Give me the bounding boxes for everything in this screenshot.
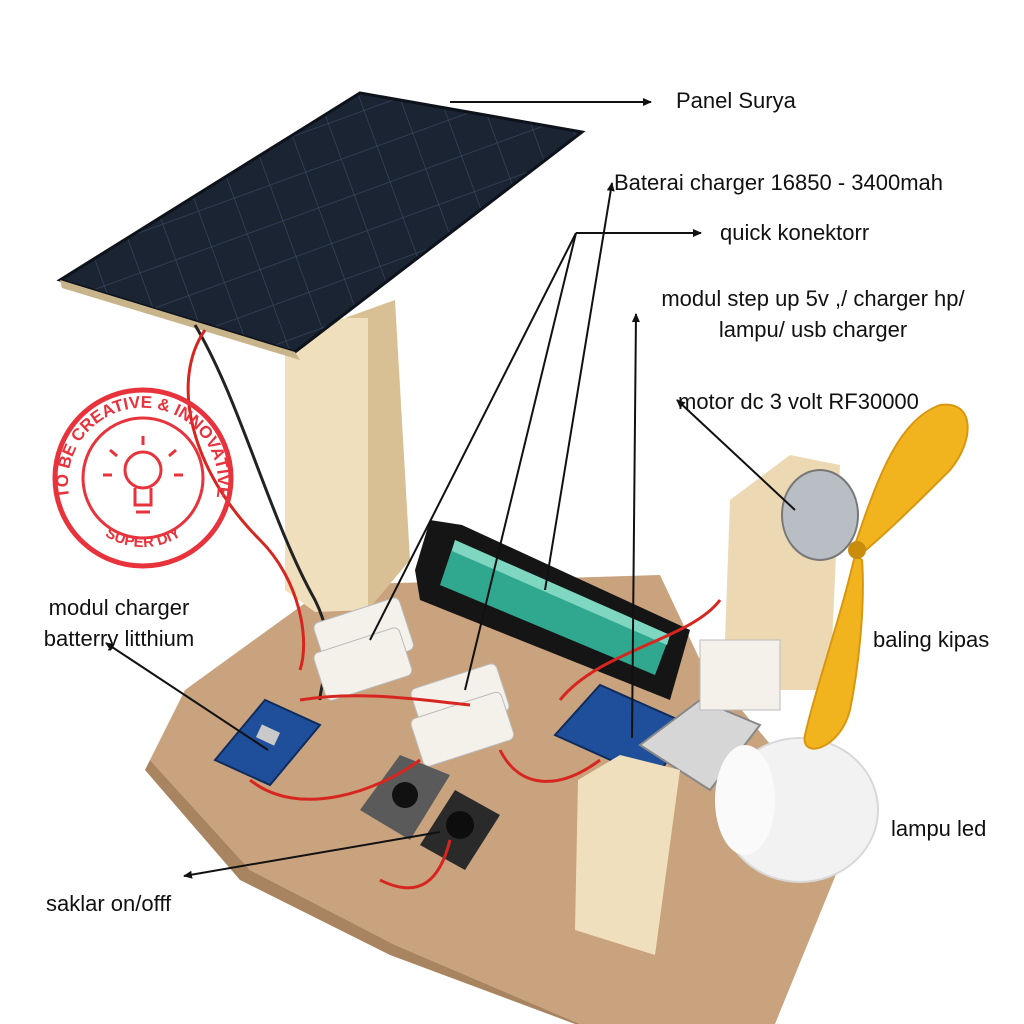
- label-motor-dc: motor dc 3 volt RF30000: [678, 389, 919, 414]
- panel-post: [285, 300, 410, 612]
- line-konektor-2: [464, 232, 577, 691]
- label-modul-charger-line1: modul charger: [48, 595, 190, 620]
- label-saklar: saklar on/offf: [46, 891, 172, 916]
- line-konektor-1: [369, 232, 577, 641]
- label-modul-step-up-line2: lampu/ usb charger: [718, 317, 908, 343]
- arrow-modul-charger: [105, 642, 269, 751]
- label-modul-step-up: modul step up 5v ,/ charger hp/ lampu/ u…: [634, 286, 992, 343]
- label-modul-charger-line2: batterry litthium: [43, 626, 195, 652]
- front-post: [575, 755, 680, 955]
- annotation-lines: [105, 98, 796, 879]
- switches: [360, 755, 500, 870]
- stamp-text-top: TO BE CREATIVE & INNOVATIVE: [53, 393, 233, 500]
- label-baling-kipas: baling kipas: [873, 627, 990, 652]
- panel-wire-red: [186, 329, 306, 671]
- fan-propeller: [803, 403, 969, 750]
- label-panel-surya: Panel Surya: [676, 88, 796, 113]
- label-modul-charger: modul charger batterry litthium: [28, 595, 210, 652]
- arrow-saklar: [183, 831, 441, 879]
- charger-module: [213, 698, 322, 787]
- stamp-text-bottom: SUPER DIY: [103, 524, 184, 551]
- label-modul-step-up-line1: modul step up 5v ,/ charger hp/: [661, 286, 965, 311]
- quick-connectors: [313, 597, 515, 767]
- motor-assembly: [699, 455, 859, 711]
- arrow-motor-dc: [676, 399, 796, 511]
- arrow-baterai: [544, 182, 615, 591]
- solar-panel: [56, 91, 586, 360]
- led-lamp: [715, 737, 879, 883]
- step-up-module: [553, 683, 762, 792]
- board-wires: [249, 599, 722, 890]
- creative-stamp: [52, 387, 234, 569]
- label-quick-konektor: quick konektorr: [720, 220, 870, 245]
- label-baterai: Baterai charger 16850 - 3400mah: [614, 170, 943, 195]
- arrow-step-up: [631, 313, 640, 739]
- label-lampu-led: lampu led: [891, 816, 987, 841]
